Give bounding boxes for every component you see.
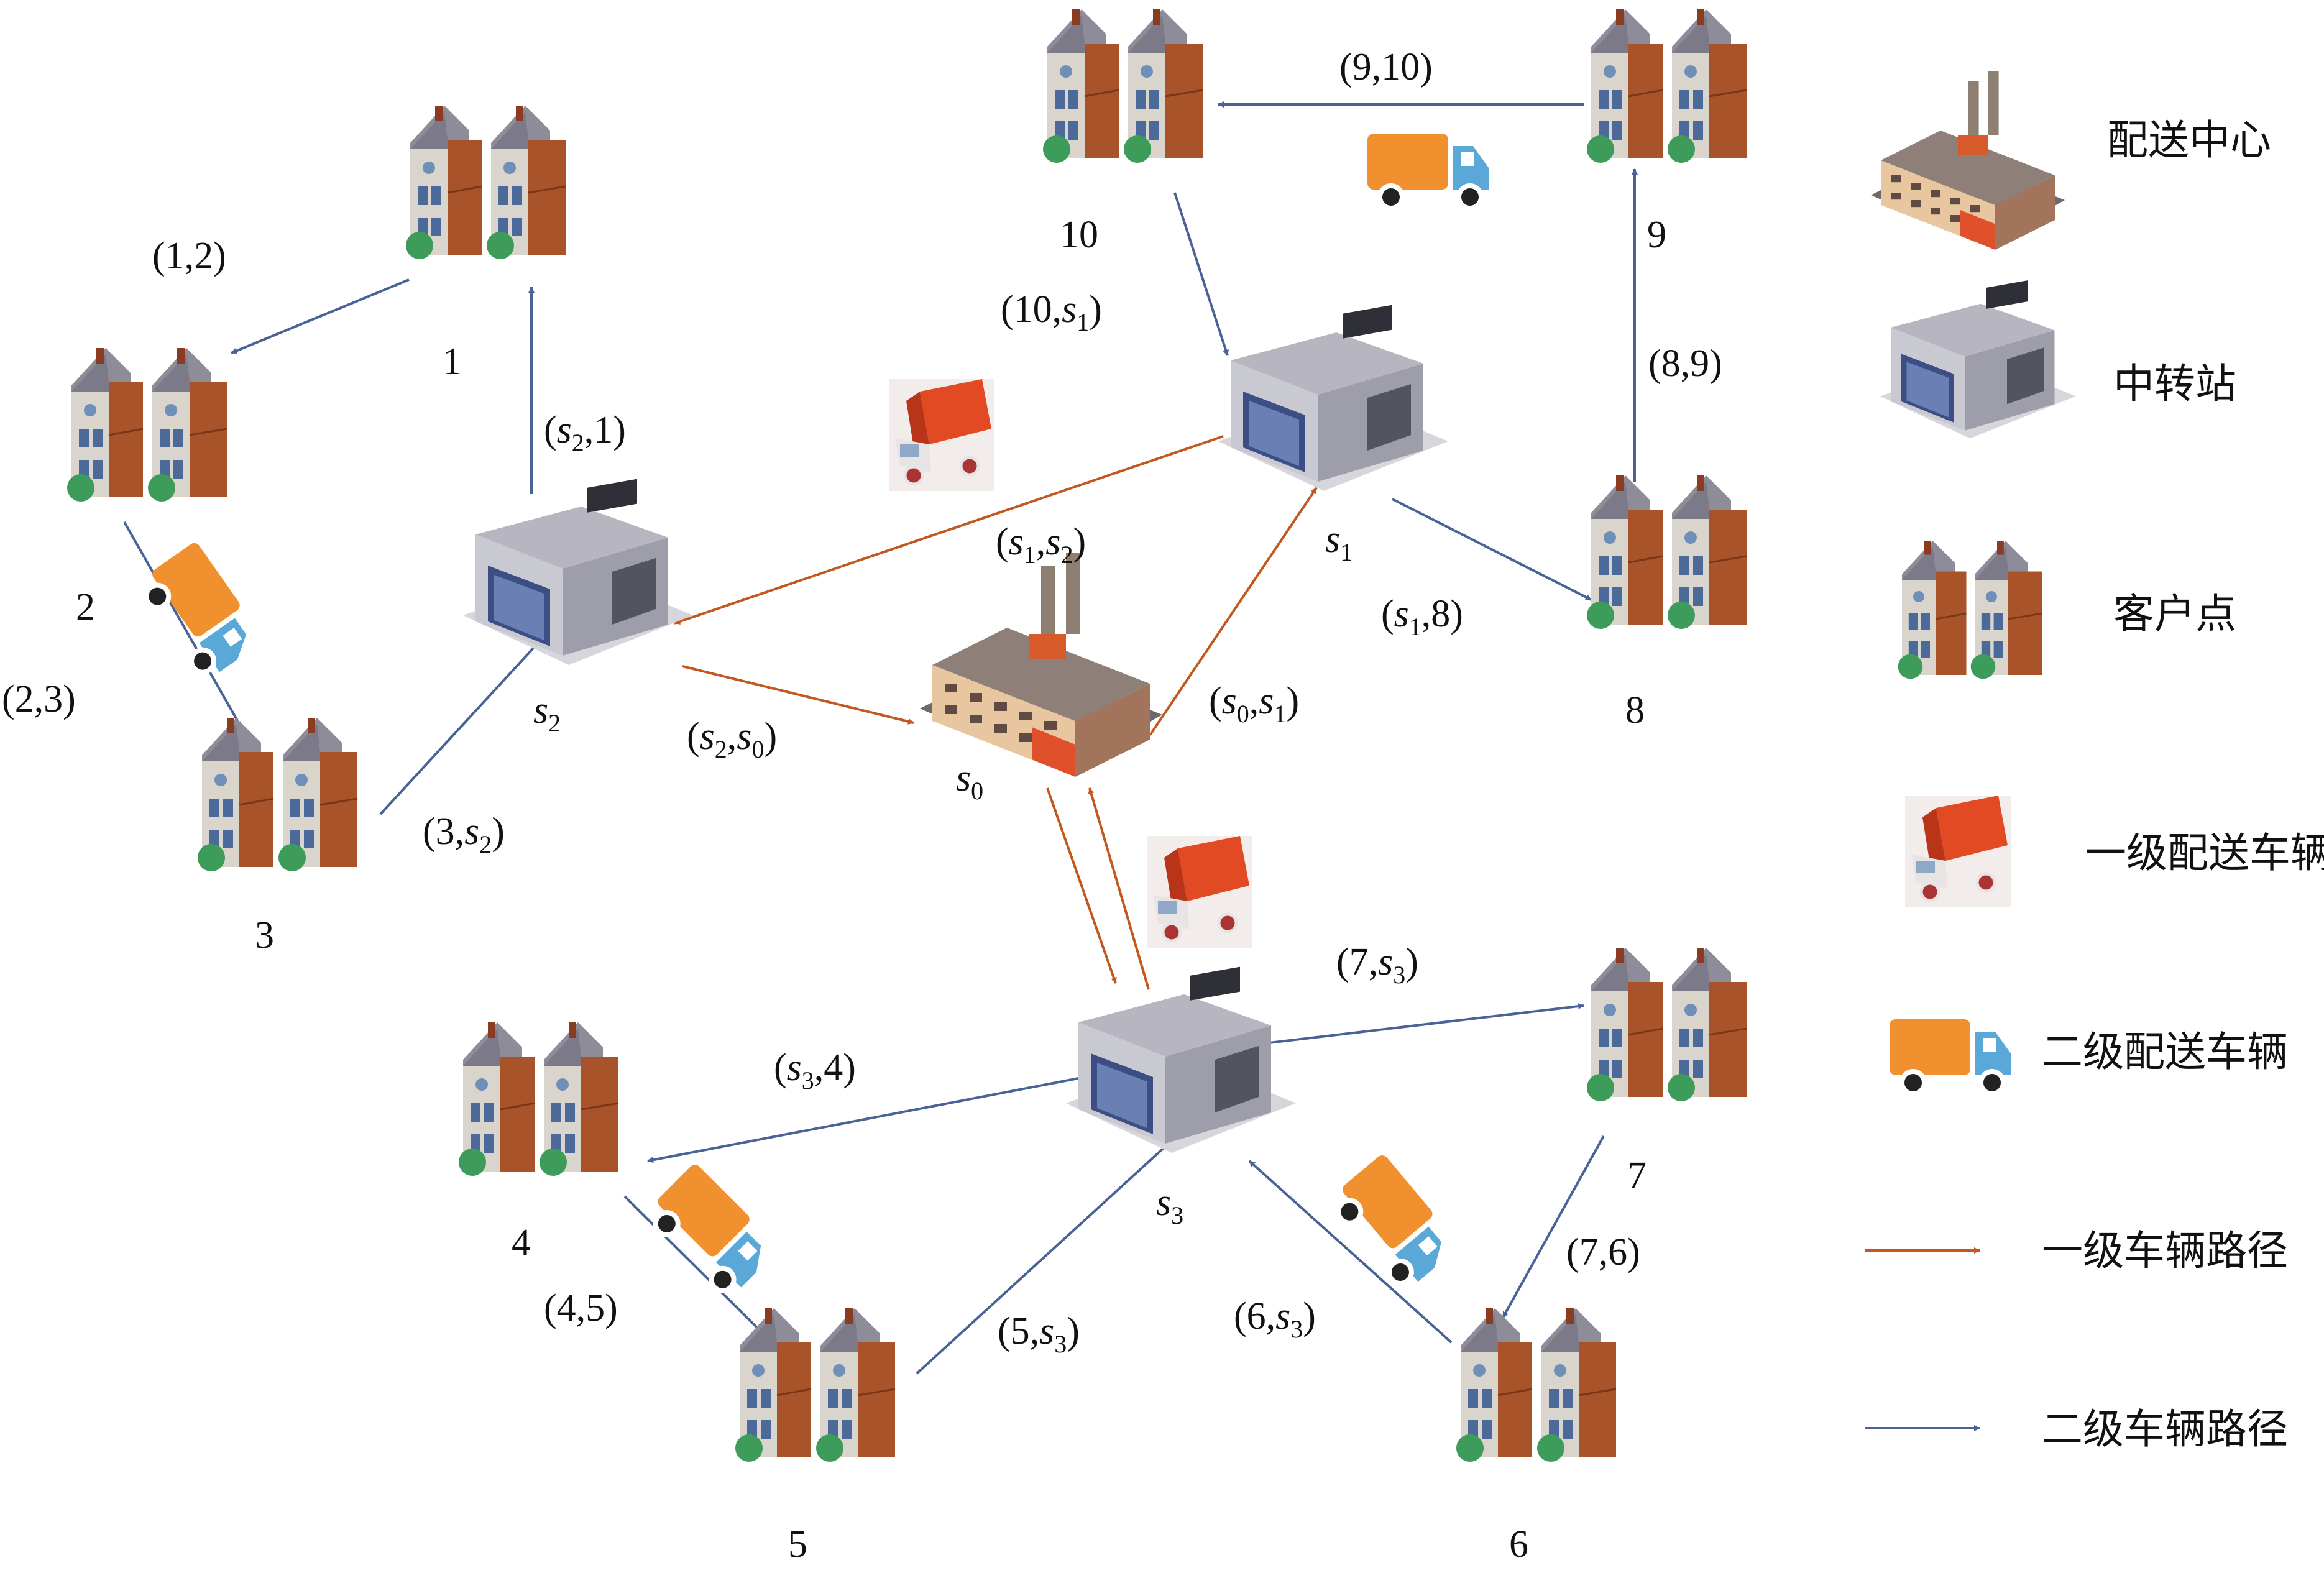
edge-label-s2-1: (s2,1) [544,409,626,457]
edge-label-s0-s1: (s0,s1) [1209,680,1299,728]
customer-house-icon-6 [1455,1307,1617,1463]
edge-label-3-s2: (3,s2) [423,810,505,858]
customer-house-icon-10 [1042,8,1204,164]
customer-labels: 1 2 3 4 5 6 7 8 9 10 [76,214,1666,1566]
station-labels: s0 s1 s2 s3 [533,518,1353,1229]
edge-label-s1-s2: (s1,s2) [996,521,1086,569]
route-3-s2 [379,639,542,815]
edge-label-1-2: (1,2) [152,235,226,277]
route-10-s1 [1173,192,1229,356]
customer-house-icon-2 [66,347,228,503]
first-level-vehicle-icon [1147,836,1252,948]
customer-label-10: 10 [1060,214,1098,256]
customer-label-9: 9 [1647,214,1666,256]
route-5-s3 [916,1142,1170,1375]
route-s3-7 [1258,1003,1584,1045]
route-s0-s3 [1046,787,1117,984]
customer-house-icon-7 [1586,947,1748,1103]
legend-label-first-level-vehicle: 一级配送车辆 [2085,829,2324,877]
legend-label-first-level-route: 一级车辆路径 [2042,1227,2288,1275]
customer-house-icon-3 [196,717,359,873]
route-4-5 [623,1195,767,1337]
legend-factory-icon [1871,71,2065,250]
station-label-s3: s3 [1156,1181,1183,1229]
customer-label-7: 7 [1627,1155,1647,1197]
route-s3-s0 [1088,787,1150,990]
customer-label-2: 2 [76,586,95,628]
second-level-routes [123,101,1638,1375]
customer-house-icon-5 [734,1307,896,1463]
legend-label-second-level-vehicle: 二级配送车辆 [2042,1028,2288,1076]
customer-label-3: 3 [255,914,274,956]
customer-house-icon-4 [457,1021,620,1177]
second-level-vehicle-icon [642,1162,781,1301]
customer-house-icon-8 [1586,474,1748,630]
customer-label-8: 8 [1625,689,1645,731]
route-s0-s1 [1149,487,1318,736]
route-s1-8 [1392,498,1592,601]
first-level-vehicle-icon [889,379,994,491]
route-s2-s0 [682,665,914,725]
station-label-s1: s1 [1325,518,1353,566]
edge-label-10-s1: (10,s1) [1001,288,1102,336]
legend-orange-truck-icon [1890,1019,2011,1094]
customer-label-1: 1 [443,341,462,383]
route-2-3 [123,521,242,728]
edge-label-6-s3: (6,s3) [1234,1295,1316,1343]
customer-label-5: 5 [788,1523,807,1566]
edge-labels: (1,2) (2,3) (4,5) (7,6) (8,9) (9,10) (s2… [2,46,1722,1358]
first-level-routes [674,435,1318,990]
legend-warehouse-icon [1880,280,2076,439]
second-level-vehicle-icon [1367,134,1489,208]
customer-label-4: 4 [512,1222,531,1264]
station-label-s0: s0 [956,757,983,805]
edge-label-7-6: (7,6) [1566,1231,1640,1273]
edge-label-8-9: (8,9) [1648,342,1722,385]
legend-label-distribution-center: 配送中心 [2107,116,2271,164]
legend: 配送中心 中转站 客户点 一级配送车辆 二级配送车辆 一级车辆路径 二级车辆路径 [1865,71,2324,1453]
second-level-vehicle-icon [135,541,265,683]
route-s1-s2 [674,435,1224,625]
customer-house-icon-9 [1586,8,1748,164]
edge-label-7-s3: (7,s3) [1336,941,1418,989]
edge-label-9-10: (9,10) [1339,46,1433,88]
customer-house-icon-1 [405,104,567,260]
legend-label-customer: 客户点 [2113,590,2236,638]
edge-label-5-s3: (5,s3) [998,1310,1080,1358]
transfer-station-icon-s1 [1218,305,1448,491]
edge-label-s1-8: (s1,8) [1381,593,1463,641]
customer-label-6: 6 [1509,1523,1528,1566]
route-7-6 [1502,1135,1605,1318]
second-level-vehicle-icon [1326,1153,1461,1294]
legend-label-transfer-station: 中转站 [2113,360,2236,408]
route-1-2 [231,278,410,354]
transfer-station-icon-s3 [1066,966,1296,1153]
transfer-station-icon-s2 [463,479,693,665]
station-label-s2: s2 [533,689,561,737]
edge-label-s3-4: (s3,4) [774,1047,856,1094]
edge-label-4-5: (4,5) [544,1287,618,1329]
route-s3-4 [647,1077,1079,1163]
edge-label-2-3: (2,3) [2,678,76,720]
edge-label-s2-s0: (s2,s0) [687,715,777,763]
legend-red-truck-icon [1905,796,2011,907]
legend-label-second-level-route: 二级车辆路径 [2042,1405,2288,1453]
distribution-center-icon-s0 [920,553,1162,777]
route-6-s3 [1248,1160,1453,1344]
legend-house-icon [1897,539,2043,680]
